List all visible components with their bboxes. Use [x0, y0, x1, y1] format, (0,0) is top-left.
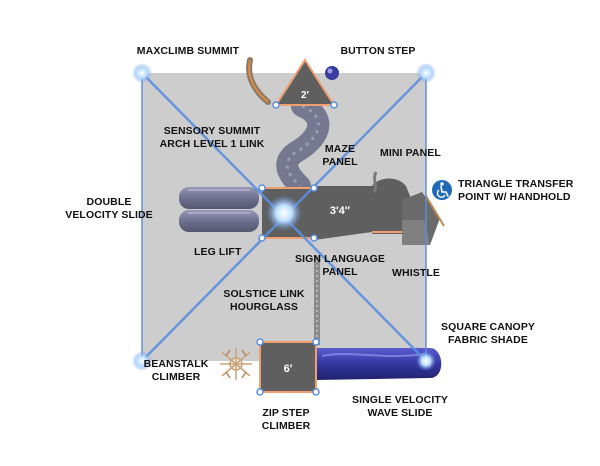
- wheelchair-icon: [432, 180, 452, 200]
- label-solstice-link: SOLSTICE LINK HOURGLASS: [223, 288, 305, 313]
- label-beanstalk-climber: BEANSTALK CLIMBER: [143, 358, 209, 383]
- label-whistle: WHISTLE: [392, 267, 440, 279]
- deck-2: [274, 58, 336, 106]
- mini-panel: [372, 171, 378, 193]
- triangle-transfer-point: [402, 192, 445, 245]
- beanstalk-climber: [220, 348, 252, 380]
- double-velocity-slide: [179, 187, 259, 232]
- label-maze-panel: MAZE PANEL: [322, 143, 358, 168]
- label-mini-panel: MINI PANEL: [380, 147, 441, 159]
- button-step: [325, 66, 339, 80]
- label-maxclimb-summit: MAXCLIMB SUMMIT: [136, 45, 240, 57]
- deck-height-bottom: 6′: [284, 363, 293, 375]
- label-leg-lift: LEG LIFT: [194, 246, 242, 258]
- solstice-link-hourglass: [314, 255, 320, 345]
- deck-height-top: 2′: [301, 90, 310, 101]
- label-double-velocity-slide: DOUBLE VELOCITY SLIDE: [65, 196, 153, 221]
- canopy-glow-points: [132, 63, 436, 371]
- single-velocity-wave-slide: [316, 348, 442, 380]
- deck-6: [259, 341, 317, 393]
- label-zip-step-climber: ZIP STEP CLIMBER: [261, 407, 311, 432]
- label-square-canopy: SQUARE CANOPY FABRIC SHADE: [440, 321, 536, 346]
- label-button-step: BUTTON STEP: [340, 45, 416, 57]
- sensory-summit-link: [276, 95, 330, 197]
- label-triangle-transfer: TRIANGLE TRANSFER POINT W/ HANDHOLD: [458, 178, 574, 203]
- label-sign-language-panel: SIGN LANGUAGE PANEL: [295, 253, 385, 278]
- post-markers: [256, 101, 338, 396]
- deck-3-4: [314, 178, 410, 240]
- label-single-velocity-slide: SINGLE VELOCITY WAVE SLIDE: [351, 394, 449, 419]
- label-sensory-summit: SENSORY SUMMIT ARCH LEVEL 1 LINK: [159, 125, 265, 150]
- deck-height-middle: 3′4″: [330, 205, 351, 217]
